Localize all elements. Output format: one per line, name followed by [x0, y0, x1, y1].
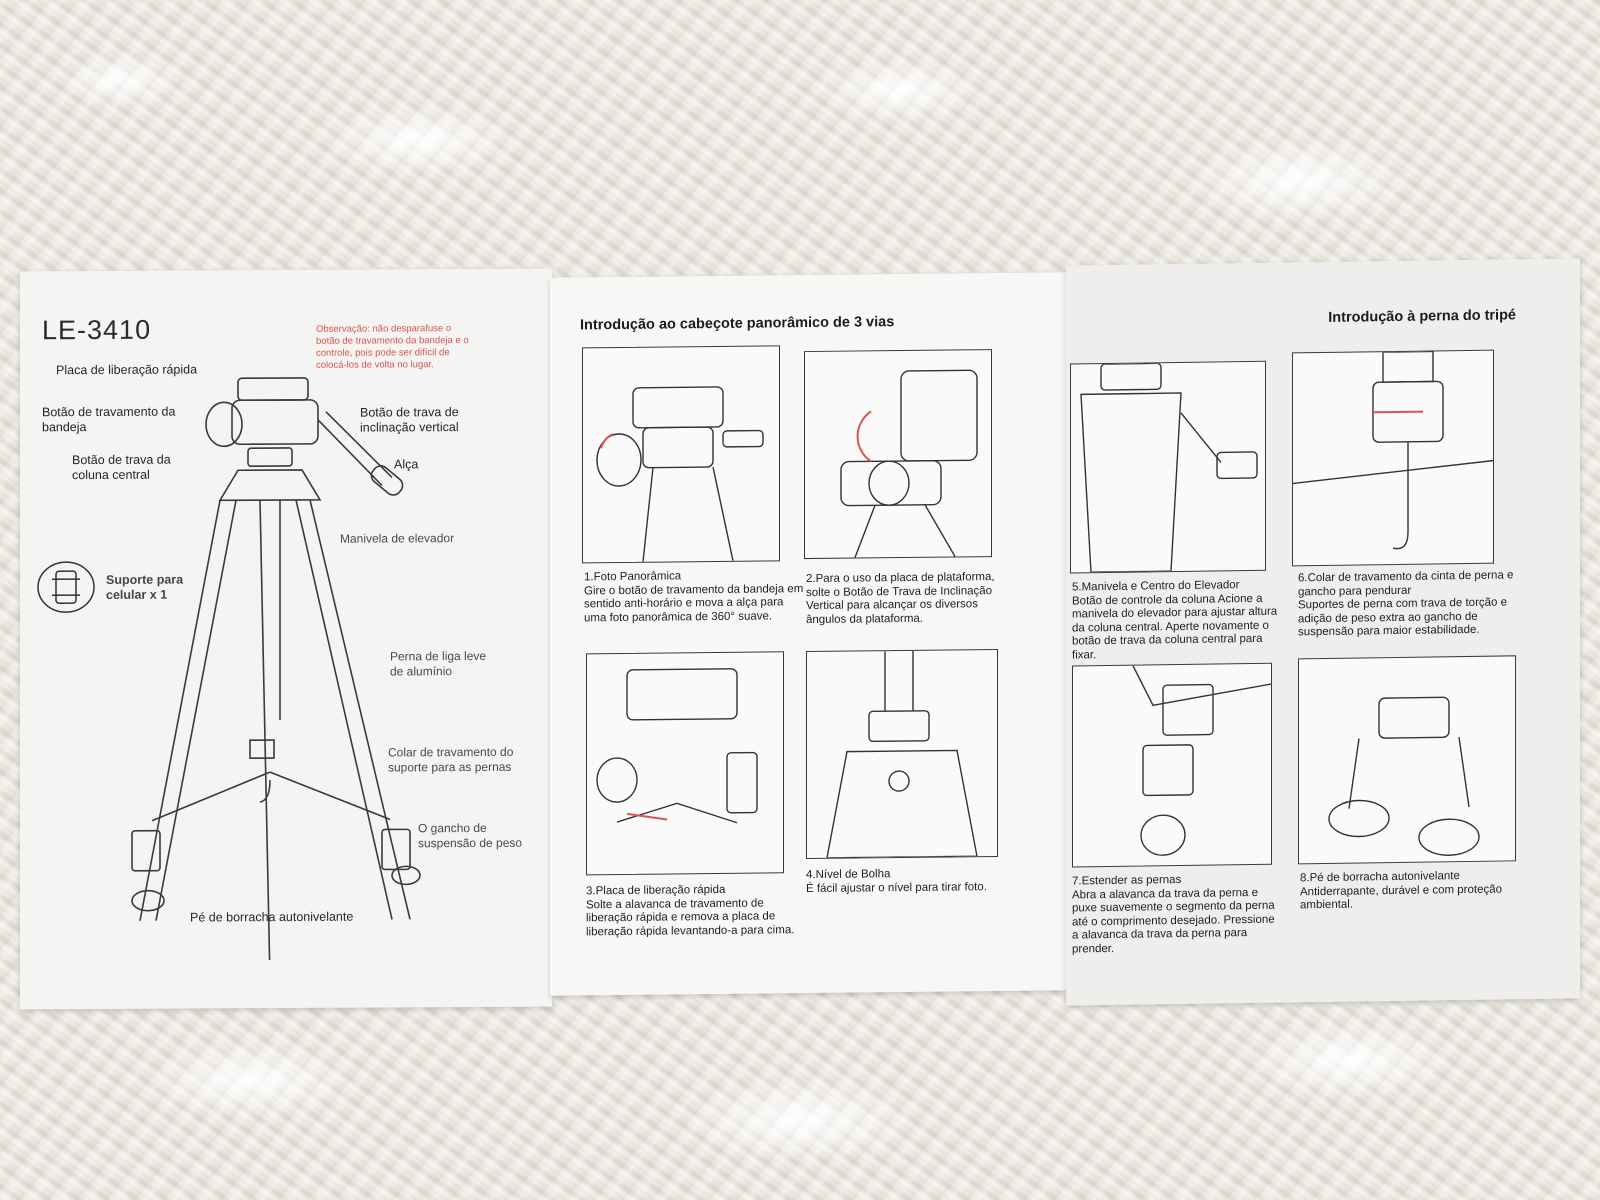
manual-panel-middle: Introdução ao cabeçote panorâmico de 3 v… [550, 272, 1070, 996]
manual-panel-right: Introdução à perna do tripé 5.Manivela e… [1066, 258, 1580, 1006]
step-7-text: 7.Estender as pernas Abra a alavanca da … [1072, 873, 1282, 957]
step-1-body: Gire o botão de travamento da bandeja em… [584, 582, 804, 624]
step-5-text: 5.Manivela e Centro do Elevador Botão de… [1072, 579, 1282, 663]
step-1-illustration [582, 345, 780, 564]
step-4-illustration [806, 649, 998, 860]
step-3-text: 3.Placa de liberação rápida Solte a alav… [586, 883, 796, 939]
tripod-diagram [120, 359, 460, 961]
step-3-illustration [586, 651, 784, 876]
step-8-text: 8.Pé de borracha autonivelante Antiderra… [1300, 869, 1540, 913]
model-name: LE-3410 [42, 314, 152, 346]
step-6-text: 6.Colar de travamento da cinta de perna … [1298, 569, 1528, 640]
step-8-illustration [1298, 655, 1516, 865]
step-5-illustration [1070, 360, 1266, 574]
step-4-text: 4.Nível de Bolha É fácil ajustar o nível… [806, 867, 1006, 896]
step-6-title: 6.Colar de travamento da cinta de perna … [1298, 569, 1514, 598]
step-2-title: 2.Para o uso da placa de plataforma, [806, 571, 995, 586]
step-7-illustration [1072, 662, 1272, 868]
panel-middle-title: Introdução ao cabeçote panorâmico de 3 v… [580, 314, 895, 334]
step-3-body: Solte a alavanca de travamento de libera… [586, 896, 795, 938]
step-5-body: Botão de controle da coluna Acione a man… [1072, 592, 1278, 662]
step-8-body: Antiderrapante, durável e com proteção a… [1300, 883, 1503, 912]
step-2-body: solte o Botão de Trava de Inclinação Ver… [806, 584, 993, 626]
manual-panel-left: LE-3410 Observação: não desparafuse o bo… [20, 268, 552, 1010]
step-6-body: Suportes de perna com trava de torção e … [1298, 596, 1508, 639]
step-7-body: Abra a alavanca da trava da perna e puxe… [1072, 886, 1275, 956]
phone-holder-icon [36, 559, 100, 615]
step-6-illustration [1292, 349, 1494, 567]
step-1-text: 1.Foto Panorâmica Gire o botão de travam… [584, 569, 804, 625]
panel-right-title: Introdução à perna do tripé [1328, 307, 1516, 326]
step-4-body: É fácil ajustar o nível para tirar foto. [806, 880, 987, 895]
step-2-text: 2.Para o uso da placa de plataforma, sol… [806, 571, 1002, 627]
step-2-illustration [804, 349, 992, 560]
